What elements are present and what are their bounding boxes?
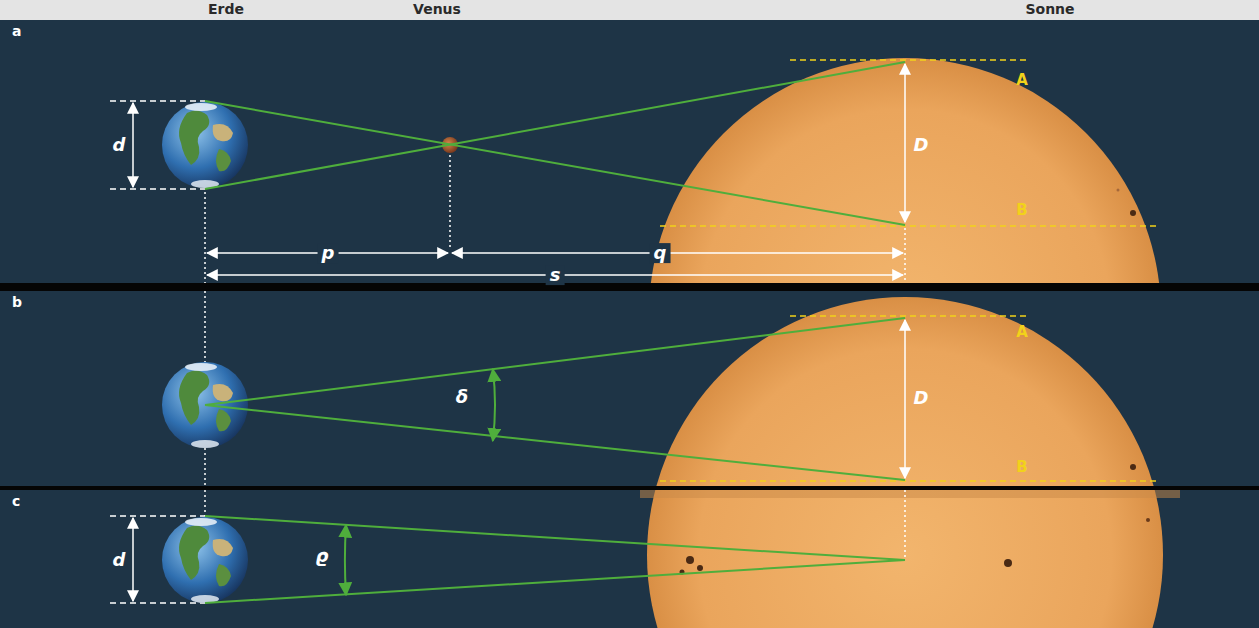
column-heading: Erde	[208, 2, 244, 17]
sun	[649, 58, 1161, 283]
column-heading: Venus	[413, 2, 461, 17]
angle-label: ϱ	[316, 546, 329, 566]
dimension-label: d	[113, 550, 126, 570]
dimension-label: s	[546, 265, 565, 285]
panel-letter: a	[12, 24, 21, 39]
header-bar	[0, 0, 1259, 20]
dimension-label: D	[914, 135, 929, 155]
panel-letter: b	[12, 295, 22, 310]
dimension-label: d	[113, 135, 126, 155]
dimension-label: q	[650, 243, 671, 263]
point-label: B	[1016, 459, 1027, 476]
point-label: B	[1016, 202, 1027, 219]
panel-c-geometry	[110, 490, 905, 603]
angle-label: δ	[456, 387, 468, 407]
sun	[640, 490, 1180, 628]
sun	[647, 297, 1163, 486]
panel-b-geometry	[162, 291, 1160, 486]
point-label: A	[1016, 324, 1028, 341]
dimension-label: p	[318, 243, 339, 263]
panel-letter: c	[12, 494, 20, 509]
point-label: A	[1016, 72, 1028, 89]
panel-a-geometry	[110, 60, 1160, 283]
column-heading: Sonne	[1025, 2, 1074, 17]
dimension-label: D	[914, 388, 929, 408]
